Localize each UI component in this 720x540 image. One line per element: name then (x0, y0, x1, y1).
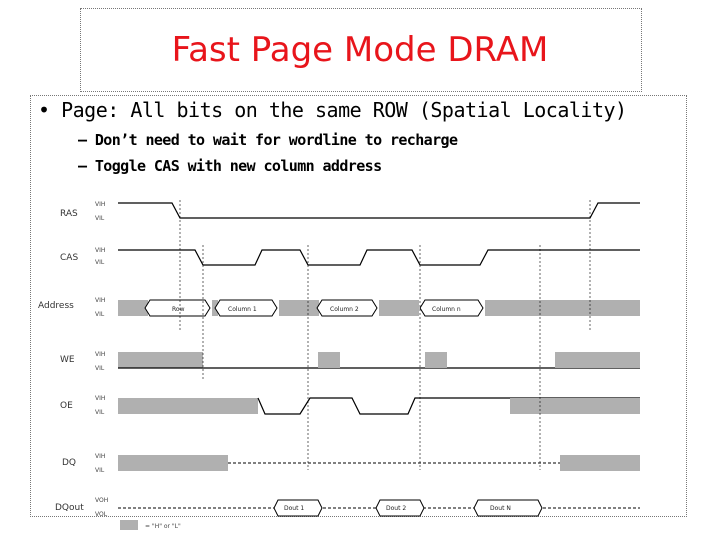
title-frame (80, 8, 642, 92)
sub-bullet-2: – Toggle CAS with new column address (78, 157, 382, 175)
svg-text:VOH: VOH (95, 497, 108, 504)
dq-waveform (118, 455, 640, 471)
svg-text:VIH: VIH (95, 453, 105, 460)
dqout-waveform: Dout 1 Dout 2 Dout N (118, 499, 640, 517)
content-frame (30, 95, 687, 517)
address-cell-col1: Column 1 (228, 306, 257, 313)
bullet-main: • Page: All bits on the same ROW (Spatia… (38, 98, 627, 122)
svg-text:VIH: VIH (95, 247, 105, 254)
signal-label-we: WE (60, 355, 75, 365)
address-cell-row: Row (172, 306, 185, 313)
ras-waveform (118, 202, 640, 219)
svg-text:VIH: VIH (95, 351, 105, 358)
address-cell-col2: Column 2 (330, 306, 359, 313)
svg-text:VIH: VIH (95, 297, 105, 304)
svg-text:VIL: VIL (95, 259, 105, 266)
svg-text:VIH: VIH (95, 395, 105, 402)
oe-waveform (118, 397, 640, 415)
svg-text:VIH: VIH (95, 201, 105, 208)
sub-bullet-1: – Don’t need to wait for wordline to rec… (78, 131, 458, 149)
legend-swatch (120, 520, 138, 530)
slide-title: Fast Page Mode DRAM (171, 30, 549, 70)
data-cell-n: Dout N (490, 505, 511, 512)
svg-text:VIL: VIL (95, 409, 105, 416)
signal-label-ras: RAS (60, 209, 78, 219)
signal-label-dqout: DQout (55, 503, 84, 513)
data-cell-2: Dout 2 (386, 505, 406, 512)
svg-text:VIL: VIL (95, 311, 105, 318)
we-waveform (118, 352, 640, 369)
svg-text:VIL: VIL (95, 365, 105, 372)
address-cell-coln: Column n (432, 306, 461, 313)
svg-text:VIL: VIL (95, 467, 105, 474)
signal-label-dq: DQ (62, 458, 76, 468)
data-cell-1: Dout 1 (284, 505, 304, 512)
svg-text:VOL: VOL (95, 511, 108, 518)
signal-label-oe: OE (60, 401, 73, 411)
level-labels: VIH VIL VIH VIL VIH VIL VIH VIL VIH VIL … (95, 201, 108, 518)
legend-text: = "H" or "L" (145, 523, 181, 530)
cas-waveform (118, 249, 640, 266)
signal-label-cas: CAS (60, 253, 78, 263)
signal-label-address: Address (38, 301, 74, 311)
svg-text:VIL: VIL (95, 215, 105, 222)
timing-reference-lines (179, 200, 591, 470)
address-bus: Row Column 1 Column 2 Column n (118, 299, 640, 317)
